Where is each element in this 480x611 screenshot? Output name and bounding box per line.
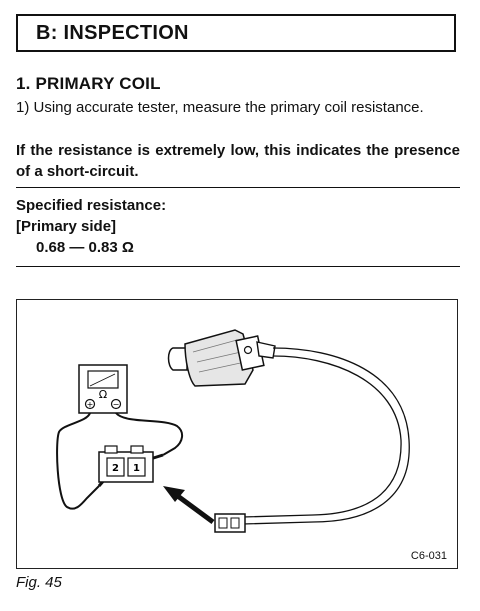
meter-minus-label: − bbox=[113, 400, 120, 409]
wiring-diagram: Ω + − 2 1 bbox=[56, 329, 410, 533]
meter-plus-label: + bbox=[87, 400, 94, 409]
warning-note: If the resistance is extremely low, this… bbox=[16, 142, 460, 180]
section-title: B: INSPECTION bbox=[36, 21, 189, 44]
figure-code: C6-031 bbox=[410, 550, 447, 562]
figure-caption: Fig. 45 bbox=[16, 574, 62, 591]
step-instruction: 1) Using accurate tester, measure the pr… bbox=[16, 99, 424, 116]
spec-block: Specified resistance: [Primary side] 0.6… bbox=[16, 195, 460, 258]
spec-side: [Primary side] bbox=[16, 218, 117, 235]
page-heading: 1. PRIMARY COIL bbox=[16, 74, 161, 93]
pointer-arrow-icon bbox=[163, 486, 215, 525]
wire-harness bbox=[242, 347, 410, 525]
section-header: B: INSPECTION bbox=[16, 14, 456, 52]
terminal-2-label: 2 bbox=[112, 463, 119, 474]
spec-value: 0.68 — 0.83 Ω bbox=[36, 239, 134, 256]
divider-bottom bbox=[16, 266, 460, 267]
meter-ohm-label: Ω bbox=[99, 388, 107, 401]
terminal-1-label: 1 bbox=[133, 463, 140, 474]
harness-connector-icon bbox=[214, 513, 246, 533]
test-leads bbox=[56, 412, 183, 510]
figure-illustration: Ω + − 2 1 bbox=[16, 299, 458, 569]
divider-top bbox=[16, 187, 460, 188]
ohmmeter-icon: Ω + − bbox=[78, 364, 128, 414]
ignition-coil-icon bbox=[167, 329, 276, 387]
coil-connector: 2 1 bbox=[98, 445, 154, 483]
spec-label: Specified resistance: bbox=[16, 197, 167, 214]
